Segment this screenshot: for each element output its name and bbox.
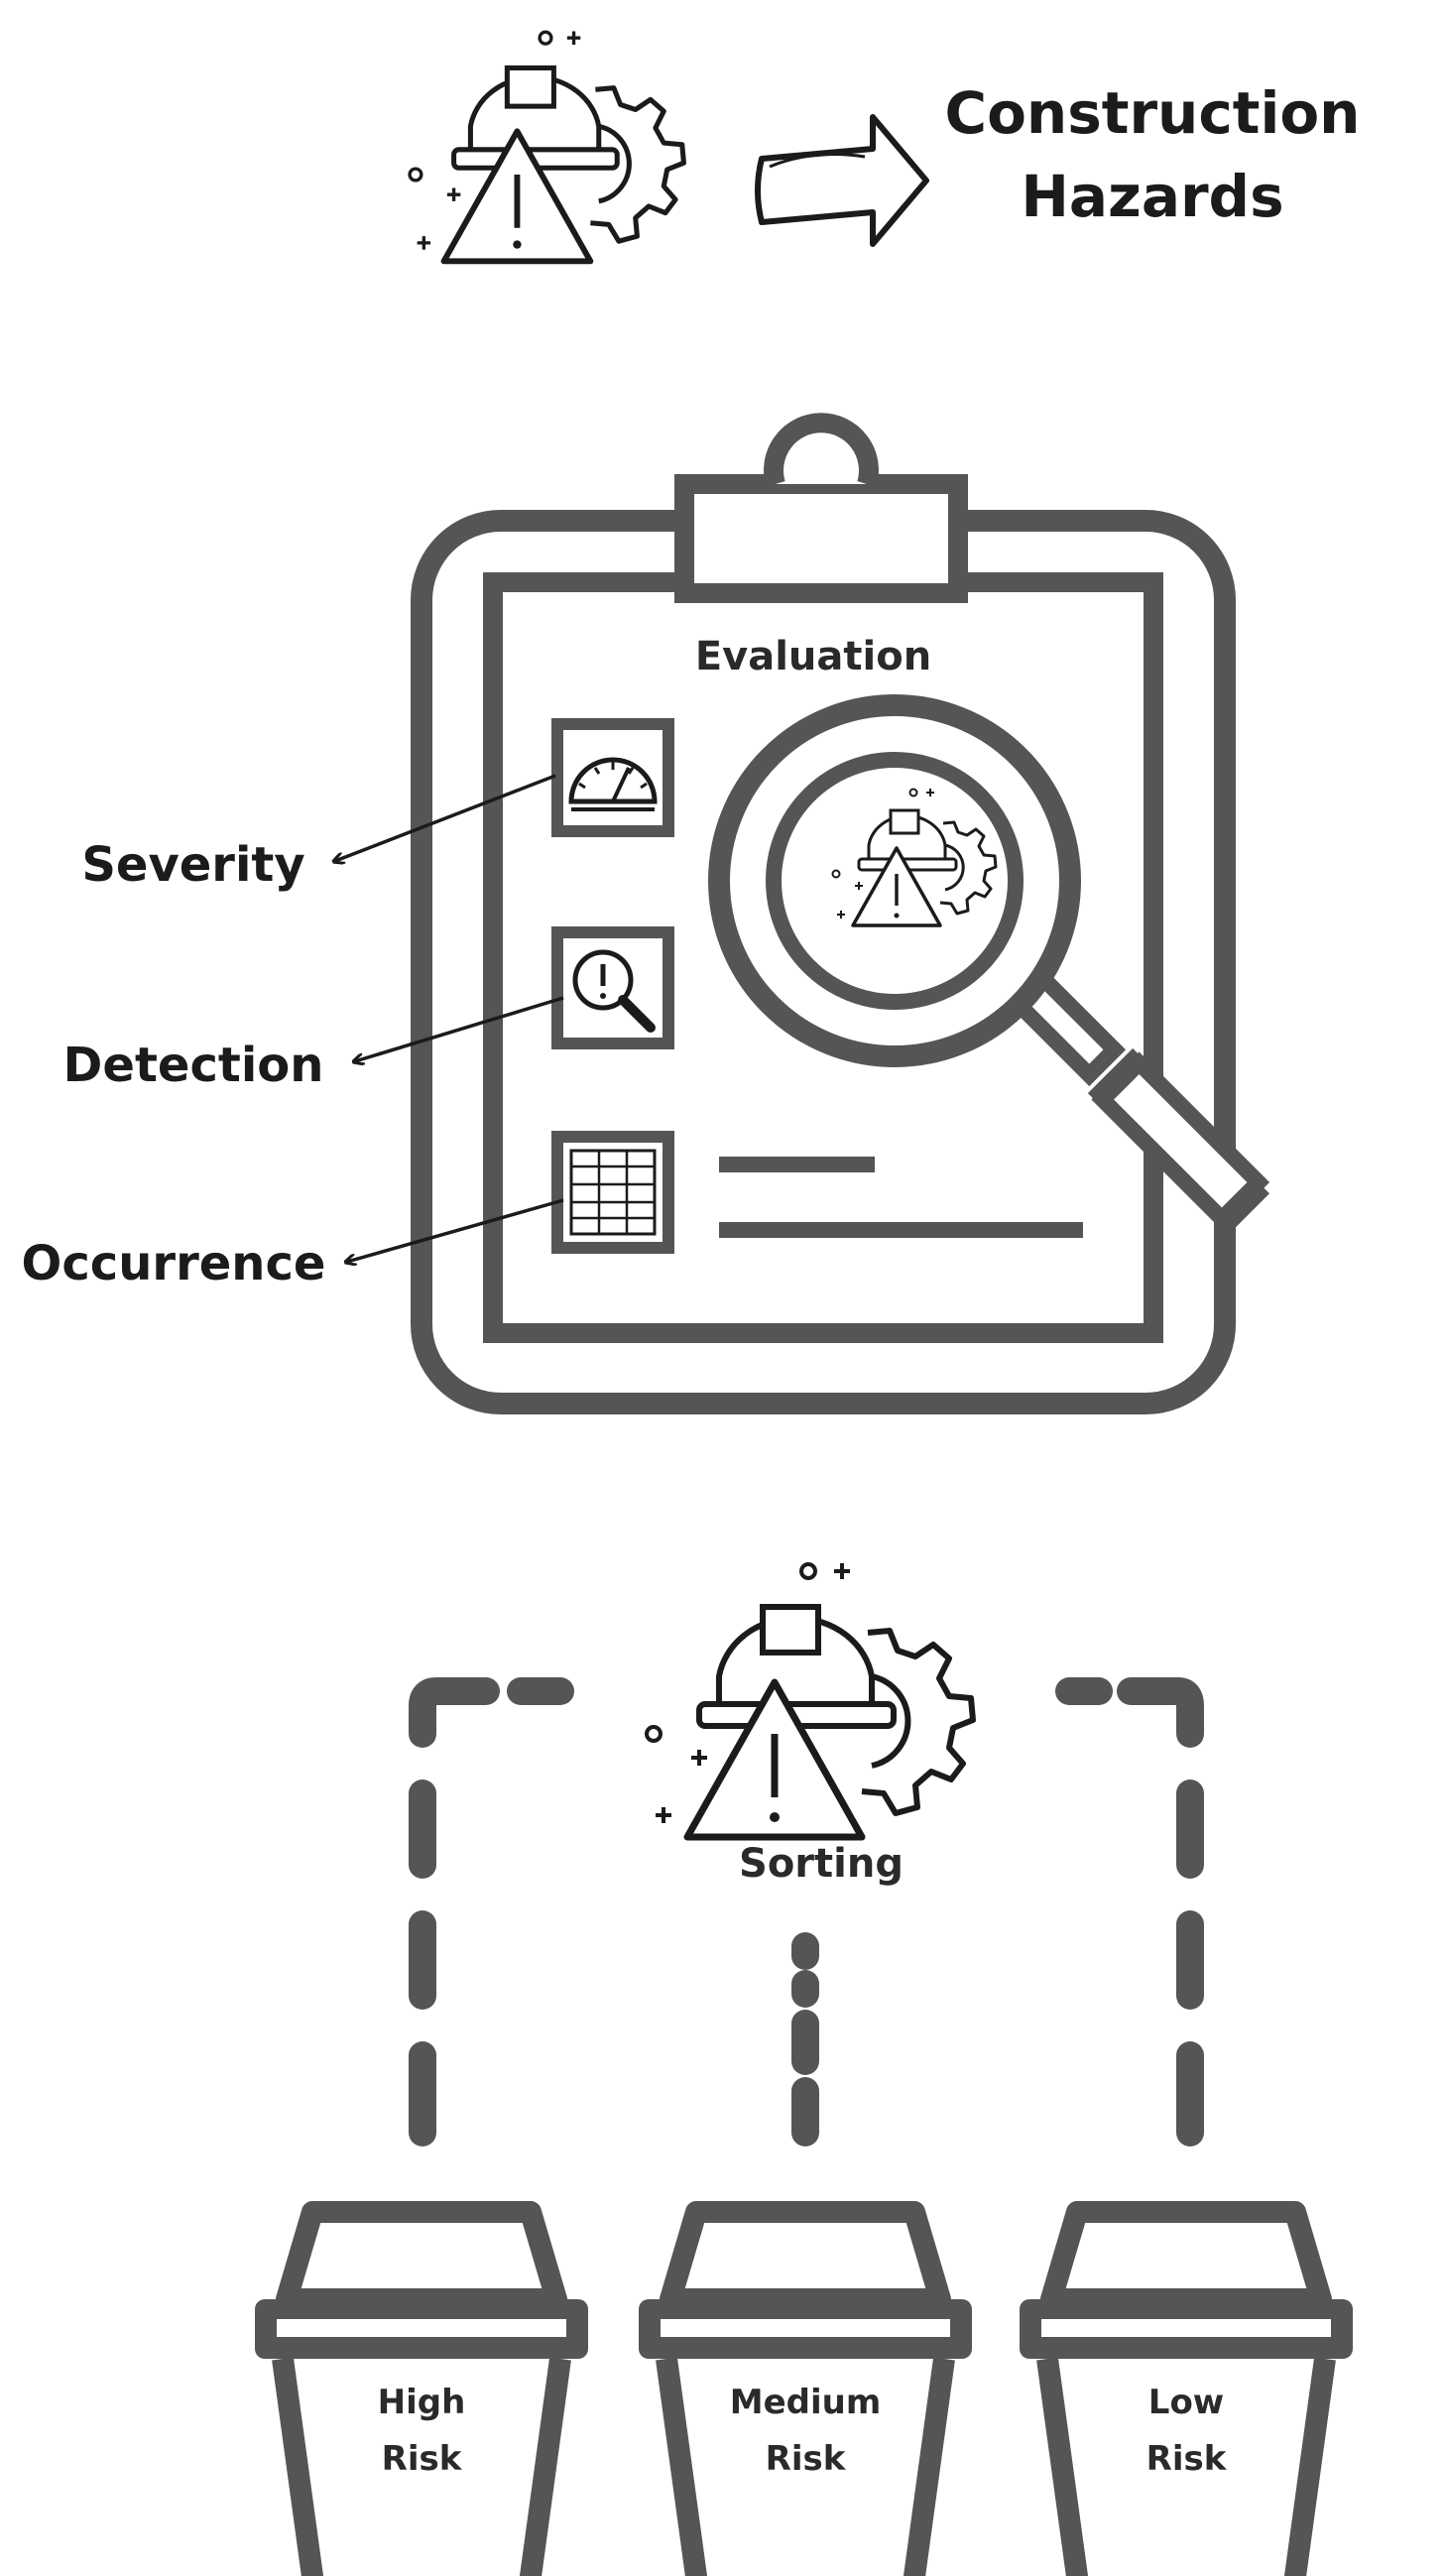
bin-low-line1: Low: [1148, 2383, 1224, 2422]
title-line-1: Construction: [945, 79, 1361, 147]
magnifier-icon: [708, 694, 1270, 1231]
bin-high-risk: High Risk: [255, 2212, 588, 2576]
arrow-icon: [755, 114, 929, 247]
sorting-hazard-icon: [647, 1563, 973, 1837]
severity-label: Severity: [81, 837, 304, 893]
evaluation-title: Evaluation: [695, 634, 931, 679]
bin-high-line2: Risk: [382, 2439, 463, 2479]
detection-label: Detection: [63, 1038, 324, 1093]
bin-medium-line2: Risk: [766, 2439, 847, 2479]
magnifier-alert-icon: [551, 926, 674, 1049]
bin-low-line2: Risk: [1146, 2439, 1228, 2479]
title-line-2: Hazards: [1021, 163, 1283, 230]
bin-medium-risk: Medium Risk: [639, 2212, 972, 2576]
calendar-grid-icon: [551, 1131, 674, 1254]
bin-low-risk: Low Risk: [1020, 2212, 1353, 2576]
sorting-title: Sorting: [739, 1841, 904, 1887]
bin-medium-line1: Medium: [730, 2383, 882, 2422]
bin-high-line1: High: [378, 2383, 466, 2422]
severity-arrow: [335, 774, 556, 861]
occurrence-label: Occurrence: [22, 1236, 326, 1291]
detection-arrow: [355, 996, 564, 1061]
header-hazard-icon: [410, 32, 683, 262]
clipboard-clip: [674, 413, 968, 603]
gauge-icon: [551, 718, 674, 837]
sorting-connectors: [409, 1677, 1204, 2147]
occurrence-arrow: [347, 1198, 564, 1262]
